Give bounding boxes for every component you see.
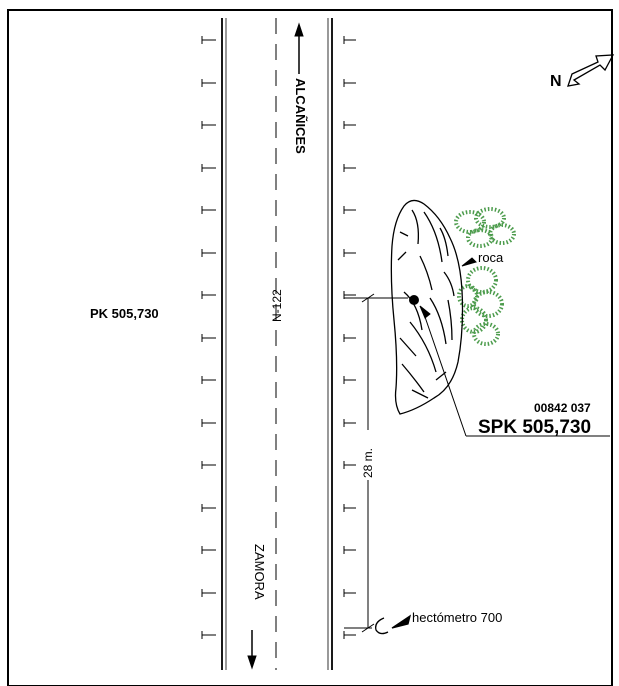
destination-zamora: ZAMORA bbox=[252, 544, 267, 600]
road bbox=[221, 18, 333, 670]
destination-alcanices: ALCAÑICES bbox=[293, 78, 308, 154]
arrow-north-icon bbox=[294, 22, 304, 74]
roadside-posts-left bbox=[201, 36, 216, 639]
vegetation bbox=[454, 207, 516, 346]
road-code-label: N-122 bbox=[270, 289, 284, 322]
hectometre-label: hectómetro 700 bbox=[412, 610, 502, 625]
distance-label: 28 m. bbox=[361, 448, 375, 478]
spk-label: SPK 505,730 bbox=[478, 417, 591, 438]
roadside-posts-right bbox=[343, 36, 356, 639]
map-frame bbox=[7, 9, 613, 686]
vegetation-upper bbox=[454, 207, 516, 248]
vegetation-lower bbox=[457, 266, 504, 346]
hectometre-marker-icon bbox=[375, 614, 412, 635]
north-arrow-icon bbox=[567, 54, 615, 87]
north-letter: N bbox=[550, 73, 562, 90]
rock-label: roca bbox=[478, 250, 504, 265]
spk-leader-line bbox=[419, 305, 610, 437]
arrow-south-icon bbox=[247, 630, 257, 670]
point-id-label: 00842 037 bbox=[534, 401, 591, 415]
pk-left-label: PK 505,730 bbox=[90, 306, 159, 321]
rock-pointer-icon bbox=[461, 257, 477, 267]
survey-point-icon bbox=[409, 295, 419, 305]
rock-outcrop bbox=[390, 199, 464, 415]
distance-label-mask bbox=[361, 430, 375, 480]
